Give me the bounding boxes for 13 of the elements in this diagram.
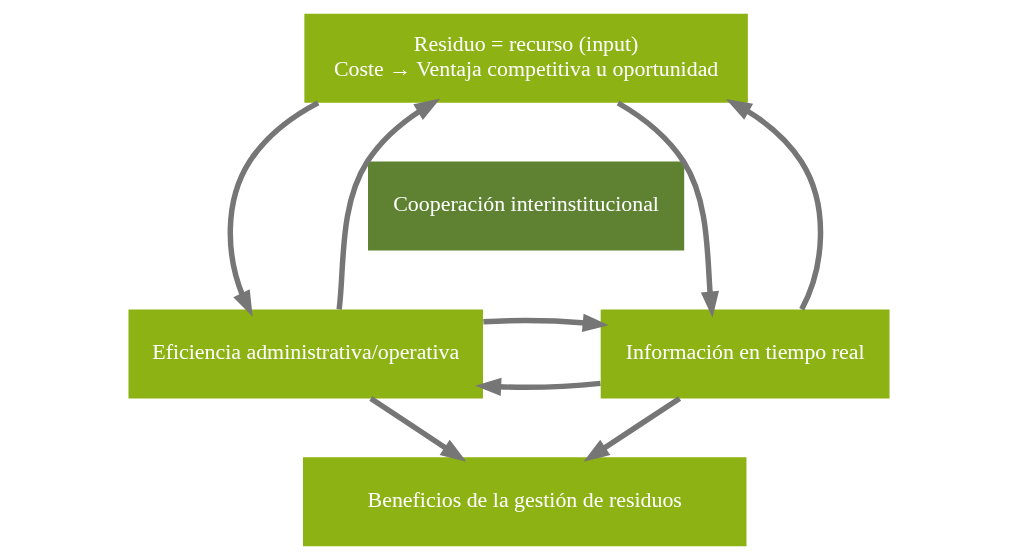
node-box: Cooperación interinstitucional bbox=[368, 161, 685, 251]
arrow bbox=[369, 396, 467, 462]
arrow bbox=[725, 98, 824, 311]
node-box: Información en tiempo real bbox=[600, 309, 890, 399]
arrow bbox=[336, 98, 441, 310]
arrow bbox=[616, 100, 719, 318]
arrow bbox=[583, 396, 682, 462]
node-box: Eficiencia administrativa/operativa bbox=[128, 309, 483, 399]
arrow bbox=[227, 100, 320, 317]
node-box: Beneficios de la gestión de residuos bbox=[303, 457, 747, 547]
arrow bbox=[475, 377, 601, 397]
arrow bbox=[483, 313, 609, 332]
node-box: Residuo = recurso (input) Coste → Ventaja competitiva u oportunidad bbox=[304, 13, 748, 103]
